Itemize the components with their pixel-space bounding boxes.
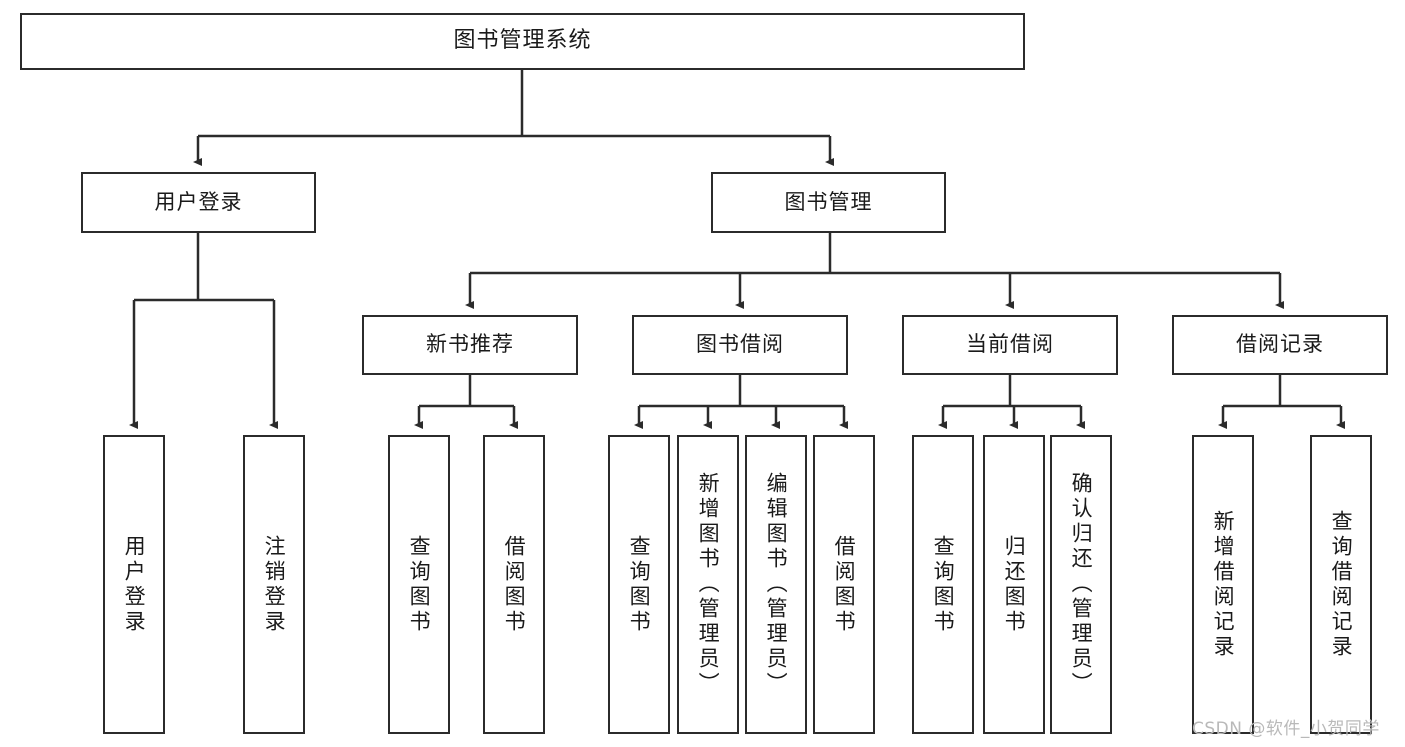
node-label: 查询图书: [931, 534, 956, 635]
csdn-watermark: CSDN @软件_小贺同学: [1192, 714, 1380, 739]
node-new-book-rec[interactable]: 新书推荐: [362, 315, 578, 375]
node-user-login[interactable]: 用户登录: [81, 172, 316, 233]
node-label: 用户登录: [154, 189, 243, 214]
watermark-text: CSDN @软件_小贺同学: [1192, 719, 1380, 739]
node-label: 图书借阅: [696, 332, 784, 357]
leaf-query-book-3[interactable]: 查询图书: [912, 435, 974, 734]
node-label: 借阅图书: [832, 534, 857, 635]
leaf-query-book-2[interactable]: 查询图书: [608, 435, 670, 734]
node-label: 查询图书: [627, 534, 652, 635]
node-root-system[interactable]: 图书管理系统: [20, 13, 1025, 70]
node-label: 借阅记录: [1236, 332, 1324, 357]
node-label: 归还图书: [1002, 534, 1027, 635]
node-label: 用户登录: [122, 534, 147, 635]
node-label: 图书管理: [784, 189, 873, 214]
leaf-add-book[interactable]: 新增图书（管理员）: [677, 435, 739, 734]
node-label: 查询借阅记录: [1329, 509, 1354, 660]
node-book-manage[interactable]: 图书管理: [711, 172, 946, 233]
node-label: 当前借阅: [966, 332, 1054, 357]
leaf-query-record[interactable]: 查询借阅记录: [1310, 435, 1372, 734]
node-label: 借阅图书: [502, 534, 527, 635]
node-label: 注销登录: [262, 534, 287, 635]
leaf-borrow-book-1[interactable]: 借阅图书: [483, 435, 545, 734]
node-label: 图书管理系统: [453, 28, 592, 54]
leaf-edit-book[interactable]: 编辑图书（管理员）: [745, 435, 807, 734]
node-borrow-record[interactable]: 借阅记录: [1172, 315, 1388, 375]
node-label: 新增图书（管理员）: [696, 472, 721, 697]
leaf-confirm-return[interactable]: 确认归还（管理员）: [1050, 435, 1112, 734]
node-label: 新书推荐: [426, 332, 514, 357]
node-label: 编辑图书（管理员）: [764, 472, 789, 697]
node-current-borrow[interactable]: 当前借阅: [902, 315, 1118, 375]
node-book-borrow[interactable]: 图书借阅: [632, 315, 848, 375]
node-label: 查询图书: [407, 534, 432, 635]
leaf-user-login[interactable]: 用户登录: [103, 435, 165, 734]
node-label: 确认归还（管理员）: [1069, 472, 1094, 697]
node-label: 新增借阅记录: [1211, 509, 1236, 660]
leaf-add-record[interactable]: 新增借阅记录: [1192, 435, 1254, 734]
leaf-return-book[interactable]: 归还图书: [983, 435, 1045, 734]
leaf-query-book-1[interactable]: 查询图书: [388, 435, 450, 734]
leaf-logout[interactable]: 注销登录: [243, 435, 305, 734]
leaf-borrow-book-2[interactable]: 借阅图书: [813, 435, 875, 734]
